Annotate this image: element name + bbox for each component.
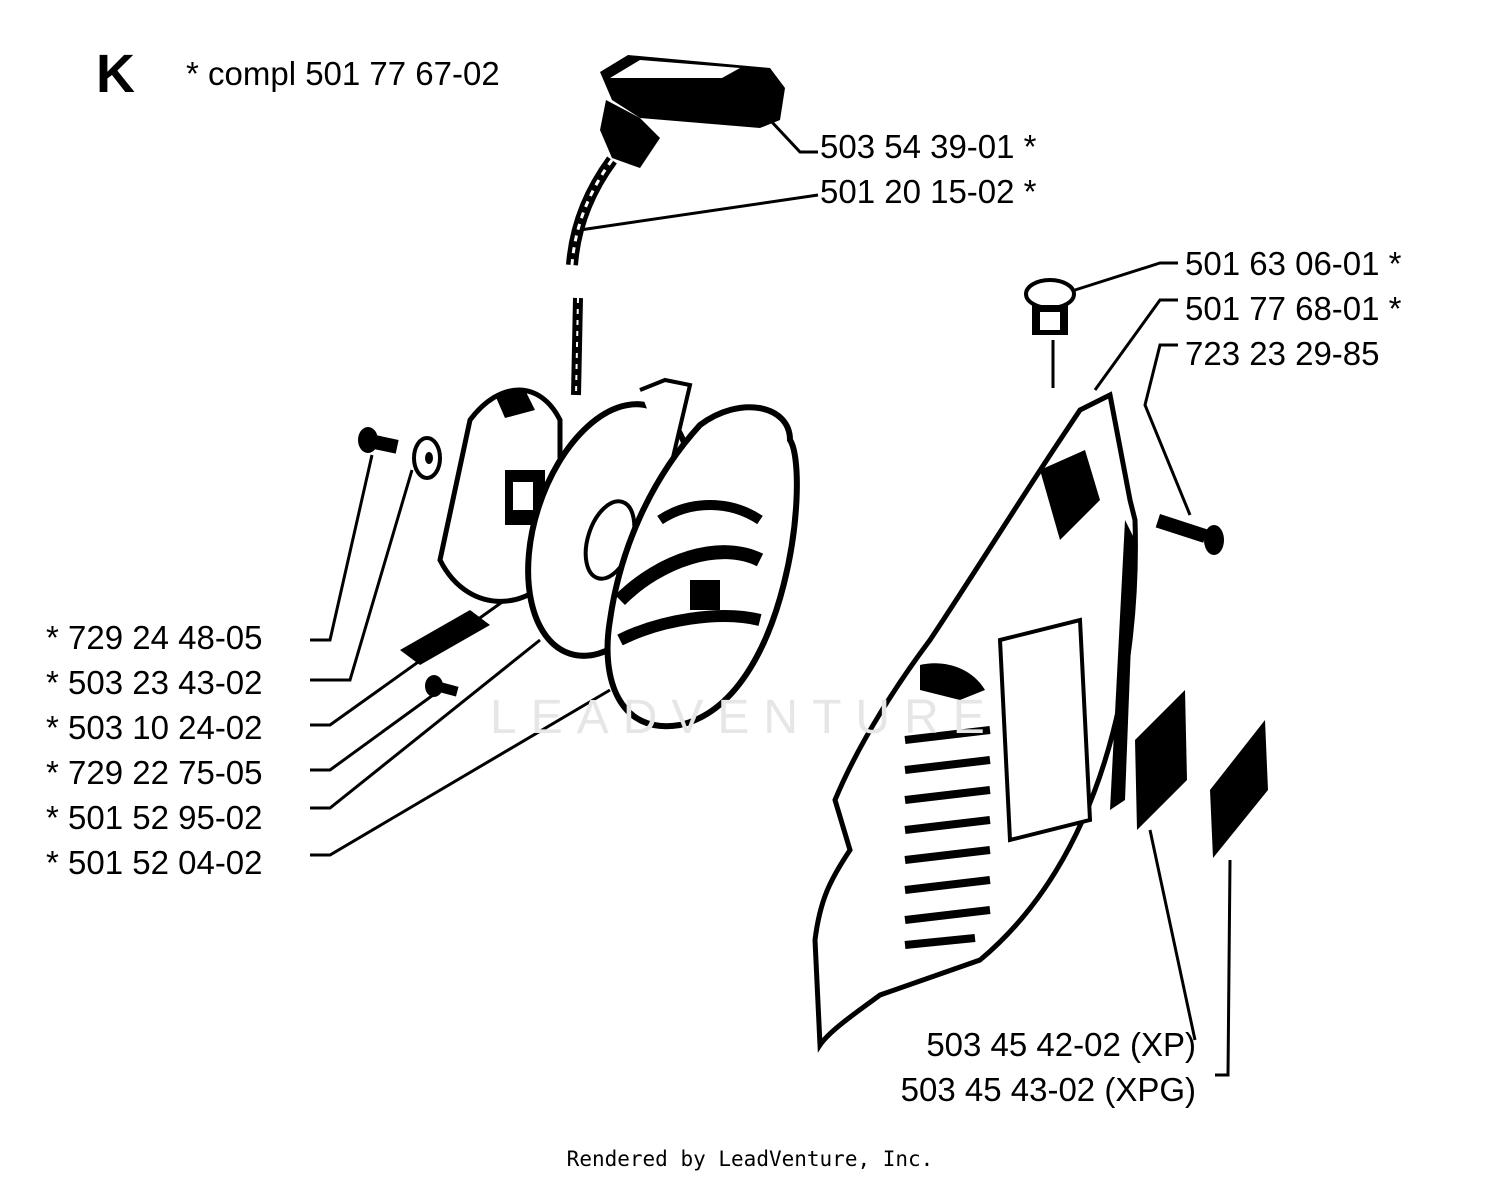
complete-assembly-note: * compl 501 77 67-02 xyxy=(186,55,500,92)
washer xyxy=(412,436,442,480)
part-label: 723 23 29-85 xyxy=(1185,335,1380,372)
part-label: * 729 22 75-05 xyxy=(46,754,263,791)
screw-small xyxy=(425,675,459,697)
starter-housing xyxy=(604,404,800,730)
part-label: 503 54 39-01 * xyxy=(820,128,1037,165)
part-label: * 503 10 24-02 xyxy=(46,709,263,746)
screw-left xyxy=(358,427,399,454)
footer-credit: Rendered by LeadVenture, Inc. xyxy=(566,1147,934,1171)
part-label: 501 63 06-01 * xyxy=(1185,245,1402,282)
bolt-right xyxy=(1155,514,1224,555)
starter-rope xyxy=(566,156,617,396)
starter-cover xyxy=(812,391,1138,1053)
part-label: 501 77 68-01 * xyxy=(1185,290,1402,327)
part-label: * 503 23 43-02 xyxy=(46,664,263,701)
watermark: LEADVENTURE xyxy=(490,691,999,744)
decal-xp xyxy=(1135,690,1187,830)
part-label: * 729 24 48-05 xyxy=(46,619,263,656)
starter-handle xyxy=(600,55,785,168)
part-label: 503 45 42-02 (XP) xyxy=(926,1026,1196,1063)
decal-xpg xyxy=(1210,720,1268,858)
leader-lines xyxy=(310,118,1232,1077)
section-letter: K xyxy=(96,44,135,104)
part-label: 503 45 43-02 (XPG) xyxy=(900,1071,1196,1108)
part-label: * 501 52 04-02 xyxy=(46,844,263,881)
part-label: * 501 52 95-02 xyxy=(46,799,263,836)
cap-button xyxy=(1024,278,1076,388)
part-label: 501 20 15-02 * xyxy=(820,173,1037,210)
